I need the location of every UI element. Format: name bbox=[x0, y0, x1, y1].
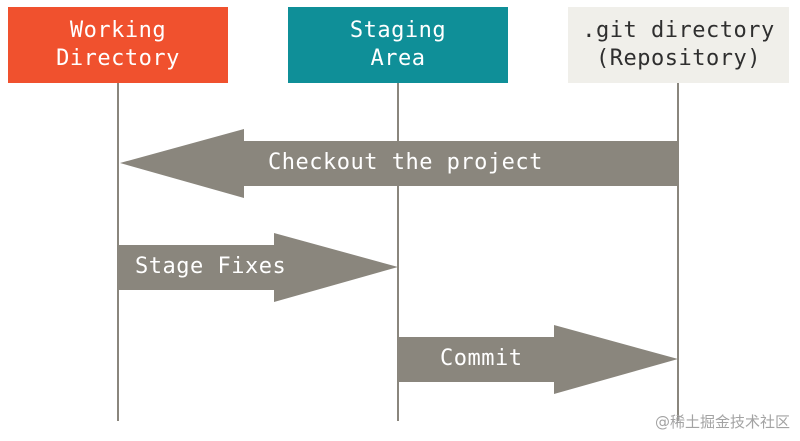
working-directory-title-line2: Directory bbox=[56, 46, 180, 71]
watermark: @稀土掘金技术社区 bbox=[654, 413, 790, 431]
git-directory-box: .git directory (Repository) bbox=[568, 7, 789, 83]
stage-fixes-arrow bbox=[118, 233, 398, 302]
checkout-arrow bbox=[120, 129, 678, 198]
staging-area-lifeline bbox=[397, 83, 399, 421]
git-directory-lifeline bbox=[677, 83, 679, 421]
staging-area-title-line2: Area bbox=[370, 46, 426, 71]
commit-arrow bbox=[398, 325, 678, 394]
staging-area-title-line1: Staging bbox=[349, 18, 447, 43]
git-directory-title-line1: .git directory bbox=[582, 18, 775, 43]
working-directory-box: Working Directory bbox=[8, 7, 228, 83]
stage-fixes-label: Stage Fixes bbox=[135, 254, 287, 279]
git-directory-title-line2: (Repository) bbox=[596, 46, 761, 71]
commit-label: Commit bbox=[440, 346, 523, 371]
working-directory-title-line1: Working bbox=[69, 18, 167, 43]
staging-area-box: Staging Area bbox=[288, 7, 508, 83]
checkout-label: Checkout the project bbox=[268, 150, 543, 175]
